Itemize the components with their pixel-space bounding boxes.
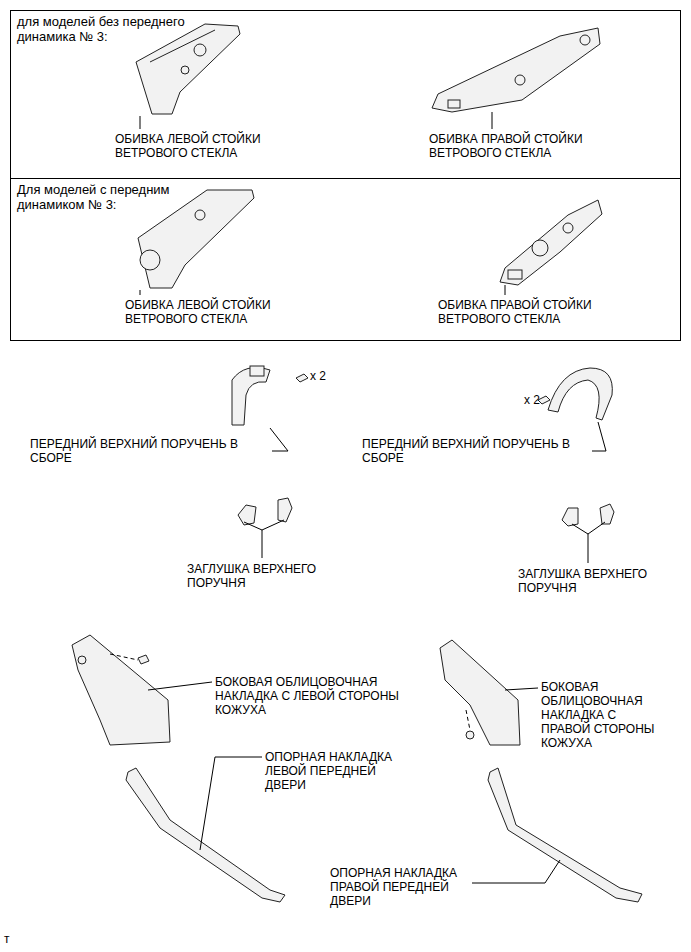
figure-mark: т: [4, 932, 24, 946]
grip-cap: [600, 504, 614, 524]
scuff-plate: [126, 768, 285, 902]
grip-cap: [238, 505, 256, 525]
part-name: ОПОРНАЯ НАКЛАДКА ЛЕВОЙ ПЕРЕДНЕЙ ДВЕРИ: [265, 750, 393, 792]
variant-panel: для моделей без переднего динамика № 3: О…: [10, 10, 681, 179]
cowl-side-trim: [72, 635, 170, 745]
part-name: ПЕРЕДНИЙ ВЕРХНИЙ ПОРУЧЕНЬ В СБОРЕ: [362, 437, 597, 465]
part-name: ПЕРЕДНИЙ ВЕРХНИЙ ПОРУЧЕНЬ В СБОРЕ: [30, 437, 265, 465]
part-name: ОБИВКА ПРАВОЙ СТОЙКИ ВЕТРОВОГО СТЕКЛА: [438, 298, 608, 326]
part-name: БОКОВАЯ ОБЛИЦОВОЧНАЯ НАКЛАДКА С ЛЕВОЙ СТ…: [215, 675, 413, 717]
part-name: ОБИВКА ЛЕВОЙ СТОЙКИ ВЕТРОВОГО СТЕКЛА: [125, 298, 295, 326]
part-name: БОКОВАЯ ОБЛИЦОВОЧНАЯ НАКЛАДКА С ПРАВОЙ С…: [541, 680, 663, 750]
variant-panel: Для моделей с передним динамиком № 3: ОБИ…: [10, 178, 681, 341]
screw: [296, 374, 308, 382]
left-pillar-garnish: [138, 190, 254, 288]
right-pillar-garnish: [500, 200, 602, 285]
right-pillar-garnish: [432, 28, 600, 112]
grip-cap: [278, 498, 292, 522]
assist-grip: [548, 368, 612, 420]
part-name: ЗАГЛУШКА ВЕРХНЕГО ПОРУЧНЯ: [187, 562, 342, 590]
leader-lines: [110, 112, 606, 883]
scuff-plate: [488, 768, 642, 902]
grip-cap: [562, 508, 578, 526]
part-name: ЗАГЛУШКА ВЕРХНЕГО ПОРУЧНЯ: [518, 567, 673, 595]
left-pillar-garnish: [136, 24, 240, 114]
part-name: ОБИВКА ЛЕВОЙ СТОЙКИ ВЕТРОВОГО СТЕКЛА: [115, 132, 285, 160]
quantity: x 2: [310, 369, 350, 383]
part-name: ОБИВКА ПРАВОЙ СТОЙКИ ВЕТРОВОГО СТЕКЛА: [429, 132, 599, 160]
condition-heading: Для моделей с передним динамиком № 3:: [17, 182, 212, 212]
part-name: ОПОРНАЯ НАКЛАДКА ПРАВОЙ ПЕРЕДНЕЙ ДВЕРИ: [330, 866, 472, 908]
cowl-side-trim: [440, 640, 520, 745]
quantity: x 2: [524, 393, 564, 407]
condition-heading: для моделей без переднего динамика № 3:: [17, 14, 227, 44]
